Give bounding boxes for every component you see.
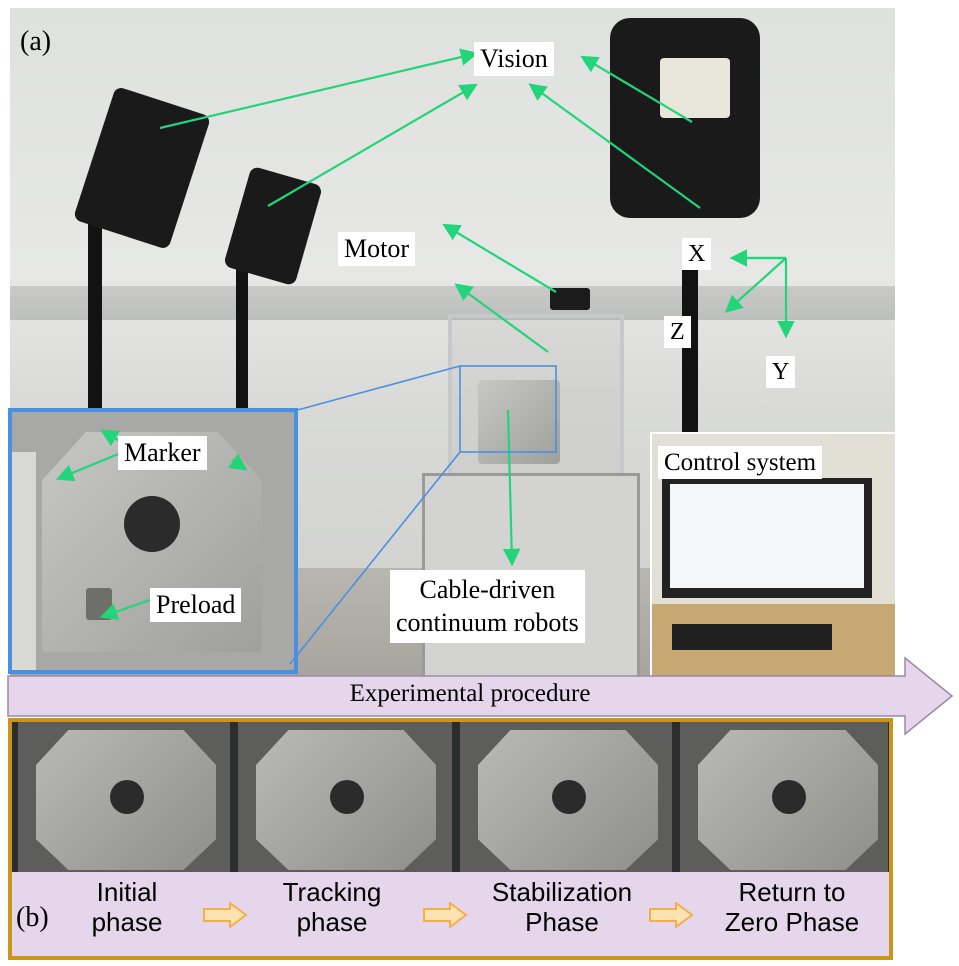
phase-4-line2: Zero Phase <box>724 906 860 937</box>
zoom-line-bottom <box>289 451 461 665</box>
phase-3-line1: Stabilization <box>491 877 633 907</box>
zoom-line-top <box>289 365 461 413</box>
leader-motor-2 <box>454 283 549 353</box>
leader-vision-3 <box>580 55 693 123</box>
phase-1-line1: Initial <box>96 877 158 907</box>
label-motor: Motor <box>338 232 415 266</box>
procedure-arrow-shape <box>7 656 954 736</box>
phase-4-label: Return to Zero Phase <box>702 877 882 938</box>
procedure-arrow <box>7 656 954 736</box>
leader-motor-1 <box>442 223 557 293</box>
robot-plate <box>478 380 560 464</box>
leader-preload <box>99 598 151 620</box>
phase-4-hub <box>772 780 806 814</box>
phase-1-line2: phase <box>91 906 163 937</box>
label-robot-line1: Cable-driven <box>419 575 556 604</box>
phase-2-line1: Tracking <box>282 877 382 907</box>
phase-3-label: Stabilization Phase <box>474 877 650 938</box>
label-axis-z: Z <box>664 316 691 348</box>
phase-panel: (b) Initial phase Tracking phase Stabili… <box>8 718 893 960</box>
phase-arrow-3 <box>649 902 694 928</box>
leader-vision-1 <box>159 48 479 130</box>
camera-sticker <box>660 58 730 118</box>
axis-z-arrow <box>724 257 787 313</box>
phase-photo-2 <box>238 722 452 872</box>
panel-label-a: (a) <box>20 26 52 57</box>
phase-2-hub <box>330 780 364 814</box>
leader-vision-4 <box>528 83 701 209</box>
panel-label-b: (b) <box>16 902 49 933</box>
inset-hub <box>124 496 180 552</box>
label-robot-line2: continuum robots <box>396 607 579 637</box>
leader-vision-2 <box>267 83 478 207</box>
phase-4-line1: Return to <box>738 877 846 907</box>
phase-photo-1 <box>18 722 230 872</box>
phase-photo-4 <box>680 722 888 872</box>
monitor <box>662 478 872 598</box>
label-preload: Preload <box>150 588 242 622</box>
phase-arrow-1 <box>203 902 248 928</box>
procedure-label: Experimental procedure <box>349 680 591 707</box>
label-robot: Cable-driven continuum robots <box>390 570 585 643</box>
phase-3-hub <box>552 780 586 814</box>
phase-label-strip: (b) Initial phase Tracking phase Stabili… <box>12 872 889 956</box>
monitor-screen <box>670 484 864 588</box>
keyboard <box>672 624 832 650</box>
phase-2-line2: phase <box>296 906 368 937</box>
phase-2-label: Tracking phase <box>262 877 402 938</box>
label-marker: Marker <box>118 436 207 470</box>
zoom-source-box <box>459 365 557 453</box>
leader-marker-2 <box>55 448 129 482</box>
label-axis-y: Y <box>766 356 796 388</box>
inset-rail <box>12 452 36 670</box>
phase-photo-3 <box>460 722 672 872</box>
phase-arrow-2 <box>423 902 468 928</box>
label-vision: Vision <box>474 42 554 76</box>
phase-3-line2: Phase <box>525 906 599 937</box>
label-axis-x: X <box>682 238 712 270</box>
phase-1-label: Initial phase <box>72 877 182 938</box>
leader-marker-3 <box>228 453 248 471</box>
leader-robot <box>502 409 521 567</box>
motor-unit <box>550 288 590 310</box>
label-control-system: Control system <box>658 446 823 479</box>
phase-1-hub <box>110 780 144 814</box>
